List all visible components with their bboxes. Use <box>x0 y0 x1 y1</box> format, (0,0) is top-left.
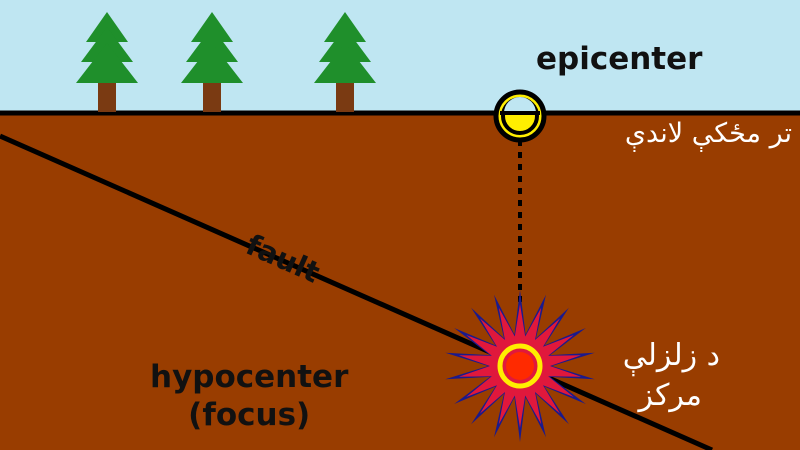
focus-core <box>506 352 534 380</box>
fault-line <box>0 133 714 450</box>
tree-icon <box>314 12 376 112</box>
epicenter-marker-icon <box>493 89 547 143</box>
ground <box>0 113 800 450</box>
hypocenter-pashto-line1: د زلزلې <box>622 338 720 373</box>
hypocenter-pashto-line2: مرکز <box>638 378 702 413</box>
epicenter-pashto-label: تر مځکې لاندې <box>624 118 792 149</box>
tree-icon <box>76 12 138 112</box>
focus-text: (focus) <box>188 397 311 433</box>
tree-icon <box>181 12 243 112</box>
hypocenter-label: hypocenter (focus) <box>150 358 348 434</box>
focus-ring <box>497 343 543 389</box>
epicenter-label: epicenter <box>536 41 703 77</box>
hypocenter-burst-icon <box>445 290 595 442</box>
hypocenter-text: hypocenter <box>150 359 349 395</box>
sky <box>0 0 800 113</box>
epicenter-sky-cap <box>504 97 536 113</box>
